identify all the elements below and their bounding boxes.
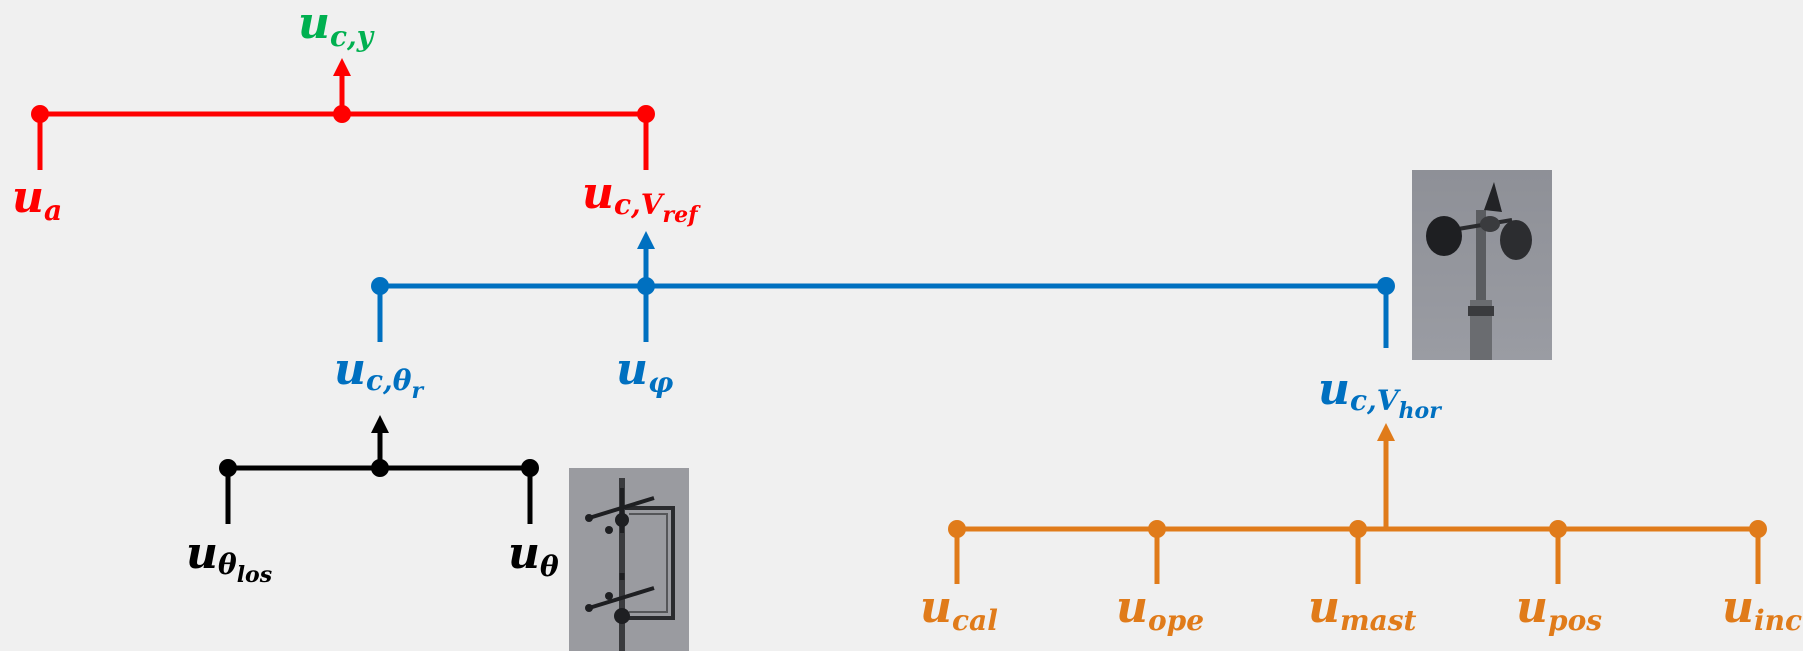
label-u-c-theta-r: uc,θr	[334, 344, 424, 404]
blue-node	[1377, 277, 1395, 295]
label-u-inc: uinc	[1722, 582, 1802, 637]
orange-node	[1749, 520, 1767, 538]
blue-arrow-head	[637, 231, 655, 249]
black-node	[521, 459, 539, 477]
black-arrow-head	[371, 415, 389, 433]
orange-arrow-head	[1377, 423, 1395, 441]
label-u-theta: uθ	[508, 528, 559, 583]
blue-node	[637, 277, 655, 295]
label-u-a: ua	[12, 172, 62, 227]
sonic-anemometer-photo	[569, 468, 689, 651]
blue-node	[371, 277, 389, 295]
black-node	[371, 459, 389, 477]
label-u-pos: upos	[1516, 582, 1602, 637]
red-node	[31, 105, 49, 123]
black-branch	[219, 415, 539, 524]
labels: uc,y ua uc,Vref uc,θr uφ uc,Vhor uθlos u…	[12, 0, 1802, 637]
label-u-c-vref: uc,Vref	[582, 168, 701, 228]
orange-node	[948, 520, 966, 538]
black-node	[219, 459, 237, 477]
label-u-c-vhor: uc,Vhor	[1318, 364, 1442, 424]
label-u-mast: umast	[1308, 582, 1417, 637]
cup-anemometer-photo	[1412, 170, 1552, 360]
orange-node	[1549, 520, 1567, 538]
orange-node	[1349, 520, 1367, 538]
blue-branch	[371, 231, 1395, 348]
red-arrow-head	[333, 58, 351, 76]
orange-node	[1148, 520, 1166, 538]
red-branch	[31, 58, 655, 170]
red-node	[333, 105, 351, 123]
label-u-theta-los: uθlos	[186, 528, 272, 588]
label-u-ope: uope	[1116, 582, 1204, 637]
cup-anemometer-image	[1412, 170, 1552, 360]
label-u-c-y: uc,y	[298, 0, 375, 53]
red-node	[637, 105, 655, 123]
orange-branch	[948, 423, 1767, 584]
sonic-anemometer-image	[569, 468, 689, 651]
label-u-phi: uφ	[616, 344, 674, 399]
label-u-cal: ucal	[920, 582, 998, 637]
